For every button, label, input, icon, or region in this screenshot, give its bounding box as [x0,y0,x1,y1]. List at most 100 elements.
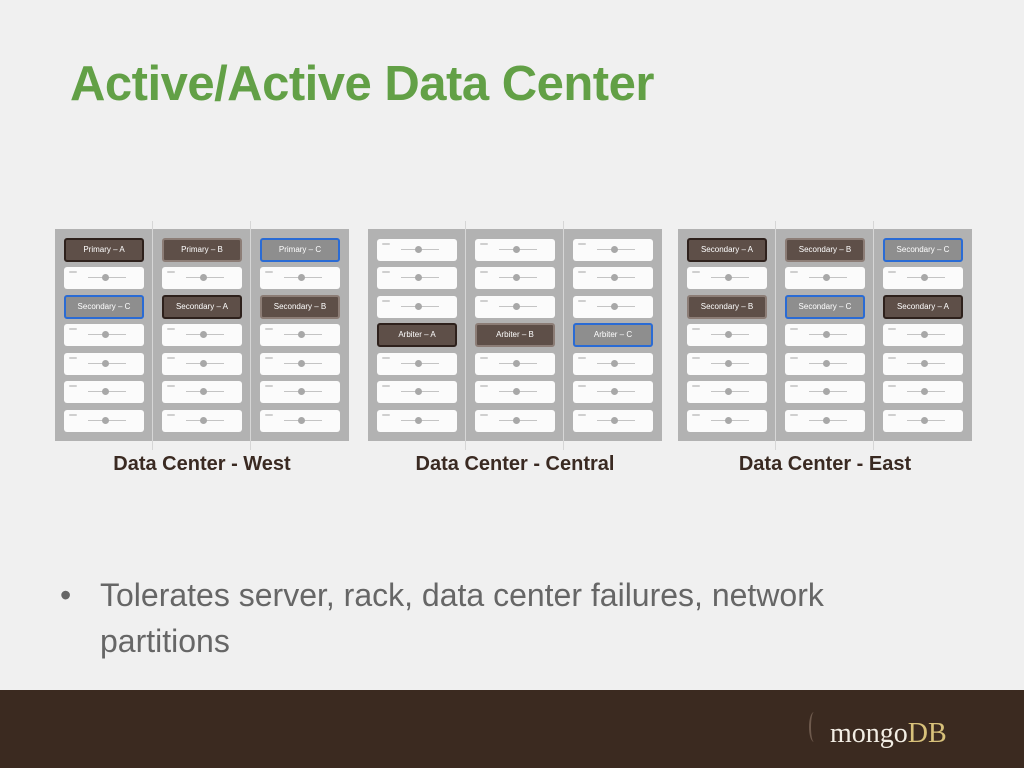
slider-knob-icon [298,360,305,367]
replica-node: Secondary – A [883,295,963,319]
server-slot-detail [888,357,896,359]
slider-knob-icon [513,388,520,395]
server-slot-detail [692,414,700,416]
replica-node: Primary – A [64,238,144,262]
logo-main-text: mongo [830,718,908,749]
rack-divider [465,221,466,450]
slider-knob-icon [415,274,422,281]
slider-knob-icon [102,388,109,395]
slider-knob-icon [298,388,305,395]
replica-node: Secondary – C [785,295,865,319]
server-slot [260,324,340,346]
server-rack: Secondary – C Secondary – A [874,229,971,441]
server-slot-detail [578,300,586,302]
server-slot [883,324,963,346]
server-slot [260,267,340,289]
slider-knob-icon [415,360,422,367]
server-slot [162,353,242,375]
mongodb-logo: mongoDB [830,718,947,750]
replica-node: Secondary – B [260,295,340,319]
replica-node: Arbiter – A [377,323,457,347]
slider-knob-icon [102,360,109,367]
slider-knob-icon [298,417,305,424]
slider-knob-icon [725,331,732,338]
server-slot-detail [790,414,798,416]
server-slot [64,324,144,346]
slider-knob-icon [823,360,830,367]
server-slot [687,353,767,375]
data-center-central-label: Data Center - Central [415,453,615,475]
server-rack: Primary – C Secondary – B [251,229,348,441]
server-slot-detail [578,243,586,245]
replica-node: Primary – C [260,238,340,262]
server-slot [573,296,653,318]
server-slot [475,353,555,375]
slider-knob-icon [200,360,207,367]
replica-node: Secondary – B [785,238,865,262]
server-slot [377,410,457,432]
server-slot-detail [265,328,273,330]
server-slot [785,324,865,346]
server-slot [260,353,340,375]
slider-knob-icon [513,417,520,424]
replica-node: Secondary – C [883,238,963,262]
server-slot [64,267,144,289]
server-slot-detail [480,243,488,245]
server-slot-detail [265,357,273,359]
bullet-icon: • [60,577,72,613]
server-slot [687,324,767,346]
data-center-east-label: Data Center - East [738,453,912,475]
slider-knob-icon [513,303,520,310]
server-slot-detail [888,414,896,416]
server-slot [883,410,963,432]
server-slot-detail [578,385,586,387]
leaf-icon [809,712,819,742]
server-slot-detail [167,385,175,387]
server-slot-detail [692,271,700,273]
server-slot [883,381,963,403]
server-slot-detail [790,271,798,273]
server-slot [377,353,457,375]
slider-knob-icon [921,274,928,281]
slider-knob-icon [102,331,109,338]
slider-knob-icon [102,417,109,424]
server-slot-detail [480,357,488,359]
server-slot-detail [692,385,700,387]
slider-knob-icon [921,417,928,424]
server-slot [687,381,767,403]
server-slot [260,410,340,432]
server-slot [162,410,242,432]
server-slot-detail [480,414,488,416]
slider-knob-icon [823,331,830,338]
slider-knob-icon [611,274,618,281]
server-slot [687,410,767,432]
slider-knob-icon [611,388,618,395]
server-slot-detail [265,271,273,273]
server-slot [475,267,555,289]
server-rack: Primary – A Secondary – C [55,229,152,441]
server-slot-detail [790,357,798,359]
slider-knob-icon [725,388,732,395]
server-slot [785,410,865,432]
server-slot [785,381,865,403]
footer-bar [0,690,1024,768]
slider-knob-icon [298,331,305,338]
slider-knob-icon [415,388,422,395]
rack-divider [250,221,251,450]
slider-knob-icon [725,274,732,281]
server-slot [162,324,242,346]
slider-knob-icon [200,388,207,395]
server-slot [377,296,457,318]
server-rack: Arbiter – C [564,229,661,441]
server-slot [883,267,963,289]
server-slot-detail [265,385,273,387]
server-slot-detail [480,271,488,273]
replica-node: Secondary – C [64,295,144,319]
slider-knob-icon [823,388,830,395]
server-slot-detail [167,357,175,359]
server-slot-detail [382,414,390,416]
logo-accent-text: DB [907,718,947,749]
server-slot-detail [382,300,390,302]
server-slot [64,381,144,403]
